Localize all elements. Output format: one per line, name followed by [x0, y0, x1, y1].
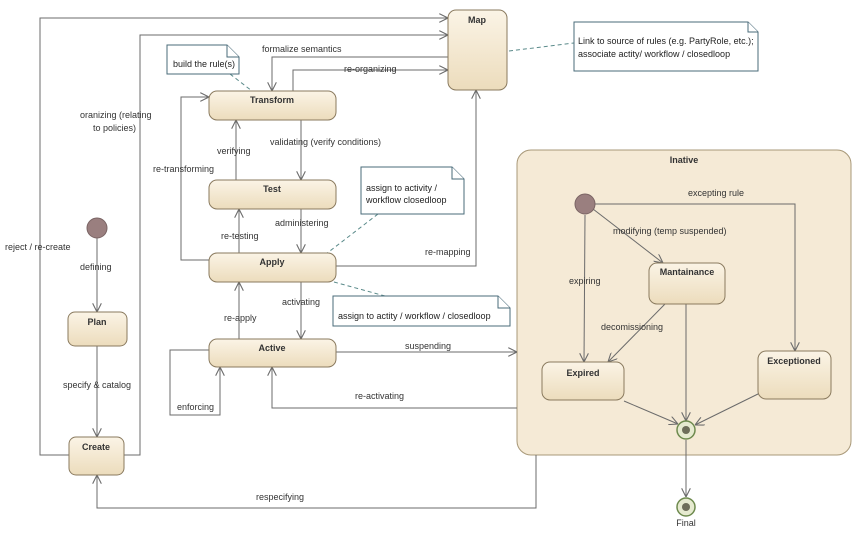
- expired-state-label: Expired: [566, 368, 599, 378]
- svg-text:build the rule(s): build the rule(s): [173, 59, 235, 69]
- plan-state-label: Plan: [87, 317, 106, 327]
- label-verifying: verifying: [217, 146, 251, 156]
- label-specify: specify & catalog: [63, 380, 131, 390]
- plan-state[interactable]: [67, 311, 128, 347]
- svg-text:assign to activity /: assign to activity /: [366, 183, 438, 193]
- edge-decomissioning[interactable]: [608, 303, 666, 362]
- test-state[interactable]: [208, 179, 337, 210]
- label-modifying: modifying (temp suspended): [613, 226, 727, 236]
- maintenance-state-label: Mantainance: [660, 267, 715, 277]
- edge-respecifying[interactable]: [97, 455, 537, 509]
- note-assign-activity[interactable]: assign to activity / workflow closedloop: [360, 166, 465, 215]
- edge-enforcing[interactable]: [169, 349, 220, 416]
- exceptioned-state[interactable]: [757, 350, 832, 400]
- test-state-label: Test: [263, 184, 281, 194]
- edge-expiring[interactable]: [584, 214, 585, 362]
- exceptioned-state-label: Exceptioned: [767, 356, 821, 366]
- label-formalize: formalize semantics: [262, 44, 342, 54]
- label-defining: defining: [80, 262, 112, 272]
- label-excepting: excepting rule: [688, 188, 744, 198]
- label-retesting: re-testing: [221, 231, 259, 241]
- inner-final-node[interactable]: [676, 420, 696, 440]
- note-link-source[interactable]: Link to source of rules (e.g. PartyRole,…: [573, 21, 759, 72]
- label-expiring: expiring: [569, 276, 601, 286]
- label-reject: reject / re-create: [5, 242, 71, 252]
- svg-text:associate actity/ workflow / c: associate actity/ workflow / closedloop: [578, 49, 730, 59]
- label-decomissioning: decomissioning: [601, 322, 663, 332]
- label-validating: validating (verify conditions): [270, 137, 381, 147]
- label-reorganizing: re-organizing: [344, 64, 397, 74]
- label-organizing-1: oranizing (relating: [80, 110, 152, 120]
- active-state[interactable]: [208, 338, 337, 368]
- edge-modifying[interactable]: [592, 208, 663, 263]
- map-state-label: Map: [468, 15, 487, 25]
- maintenance-state[interactable]: [648, 262, 726, 305]
- note-build-rule[interactable]: build the rule(s): [166, 44, 240, 75]
- create-state[interactable]: [68, 436, 125, 476]
- label-remapping: re-mapping: [425, 247, 471, 257]
- final-node[interactable]: [676, 497, 696, 517]
- transform-state[interactable]: [208, 90, 337, 121]
- edge-exceptioned-final[interactable]: [695, 392, 761, 425]
- edge-reorganizing[interactable]: [292, 70, 448, 91]
- label-reactivating: re-activating: [355, 391, 404, 401]
- expired-state[interactable]: [541, 361, 625, 401]
- map-state[interactable]: [447, 9, 508, 91]
- inactive-state-label: Inative: [670, 155, 699, 165]
- label-reapply: re-apply: [224, 313, 257, 323]
- transitions: [39, 18, 795, 509]
- note-connectors: [229, 42, 575, 297]
- edge-reactivating[interactable]: [272, 367, 517, 409]
- label-organizing-2: to policies): [93, 123, 136, 133]
- label-respecifying: respecifying: [256, 492, 304, 502]
- edge-remapping[interactable]: [336, 90, 476, 267]
- svg-text:workflow closedloop: workflow closedloop: [365, 195, 447, 205]
- apply-state[interactable]: [208, 252, 337, 283]
- apply-state-label: Apply: [259, 257, 284, 267]
- label-administering: administering: [275, 218, 329, 228]
- edge-formalize[interactable]: [272, 56, 448, 91]
- edge-retransforming[interactable]: [180, 97, 209, 261]
- initial-node[interactable]: [86, 217, 108, 239]
- edge-excepting[interactable]: [595, 203, 795, 351]
- final-node-label: Final: [676, 518, 696, 528]
- svg-text:assign to actity / workflow /: assign to actity / workflow / closedloop: [338, 311, 491, 321]
- label-enforcing: enforcing: [177, 402, 214, 412]
- note-assign-bottom[interactable]: assign to actity / workflow / closedloop: [332, 295, 511, 327]
- active-state-label: Active: [258, 343, 285, 353]
- edge-organizing[interactable]: [124, 35, 448, 456]
- inner-initial-node[interactable]: [574, 193, 596, 215]
- transform-state-label: Transform: [250, 95, 294, 105]
- label-retransforming: re-transforming: [153, 164, 214, 174]
- transition-labels: formalize semantics re-organizing oraniz…: [5, 44, 744, 502]
- edge-reject-recreate[interactable]: [39, 18, 448, 456]
- svg-text:Link to source of rules (e.g.: Link to source of rules (e.g. PartyRole,…: [578, 36, 754, 46]
- edge-expired-final[interactable]: [623, 400, 678, 424]
- label-suspending: suspending: [405, 341, 451, 351]
- create-state-label: Create: [82, 442, 110, 452]
- label-activating: activating: [282, 297, 320, 307]
